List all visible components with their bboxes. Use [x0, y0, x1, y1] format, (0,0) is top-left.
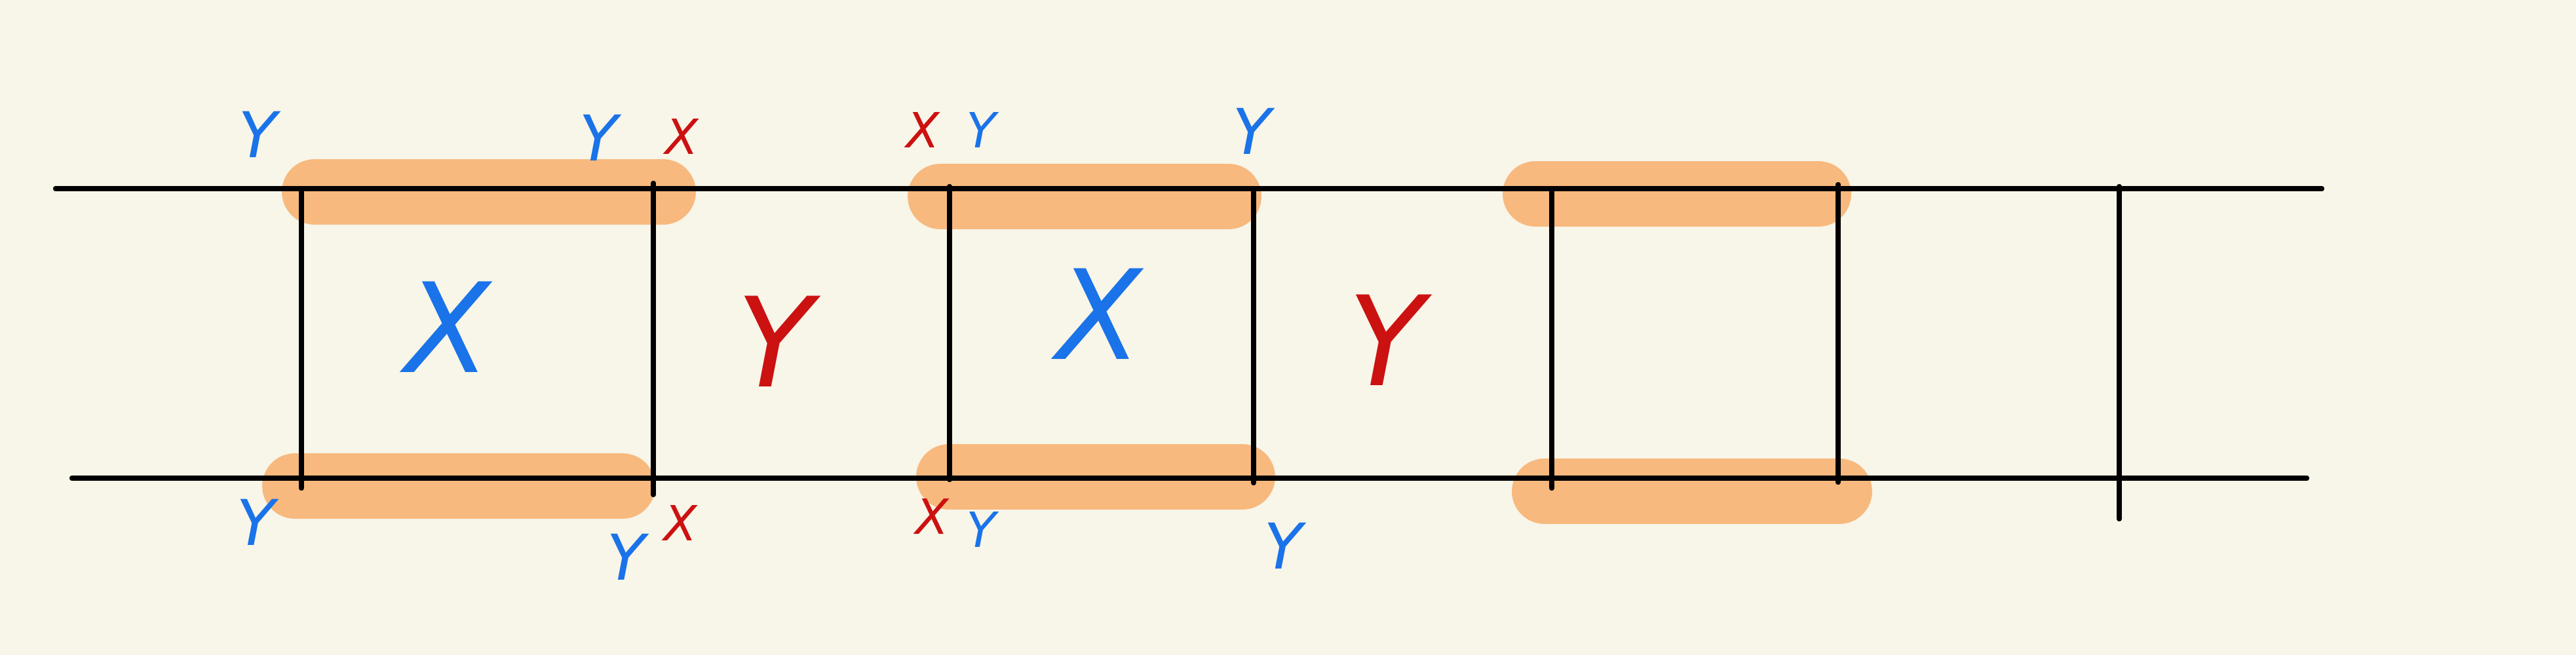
rungs	[299, 181, 2122, 521]
label-y-top-3: Y	[966, 103, 999, 159]
label-x-top-2: X	[663, 109, 700, 166]
label-x-bottom-2: X	[661, 496, 699, 552]
label-y-top-2: Y	[579, 102, 622, 176]
highlight-bottom-3	[1512, 458, 1872, 524]
label-y-top-1: Y	[239, 99, 281, 172]
label-y-bottom-4: Y	[1264, 510, 1307, 584]
highlight-top-3	[1503, 161, 1851, 227]
label-x-square-1: X	[399, 257, 493, 402]
label-y-top-4: Y	[1233, 96, 1275, 169]
label-x-bottom-3: X	[913, 489, 950, 546]
label-y-bottom-3: Y	[966, 502, 999, 559]
labels: X X Y Y Y Y X X Y Y Y Y X X Y Y	[237, 96, 1432, 595]
highlight-bottom-1	[262, 453, 655, 519]
label-y-gap-2: Y	[1348, 270, 1432, 415]
label-y-bottom-1: Y	[237, 487, 279, 560]
label-y-gap-1: Y	[737, 271, 821, 416]
highlight-top-1	[282, 159, 696, 225]
label-y-bottom-2: Y	[607, 521, 649, 595]
label-x-top-3: X	[904, 103, 941, 159]
highlight-top-2	[908, 164, 1261, 229]
label-x-square-2: X	[1050, 244, 1144, 388]
